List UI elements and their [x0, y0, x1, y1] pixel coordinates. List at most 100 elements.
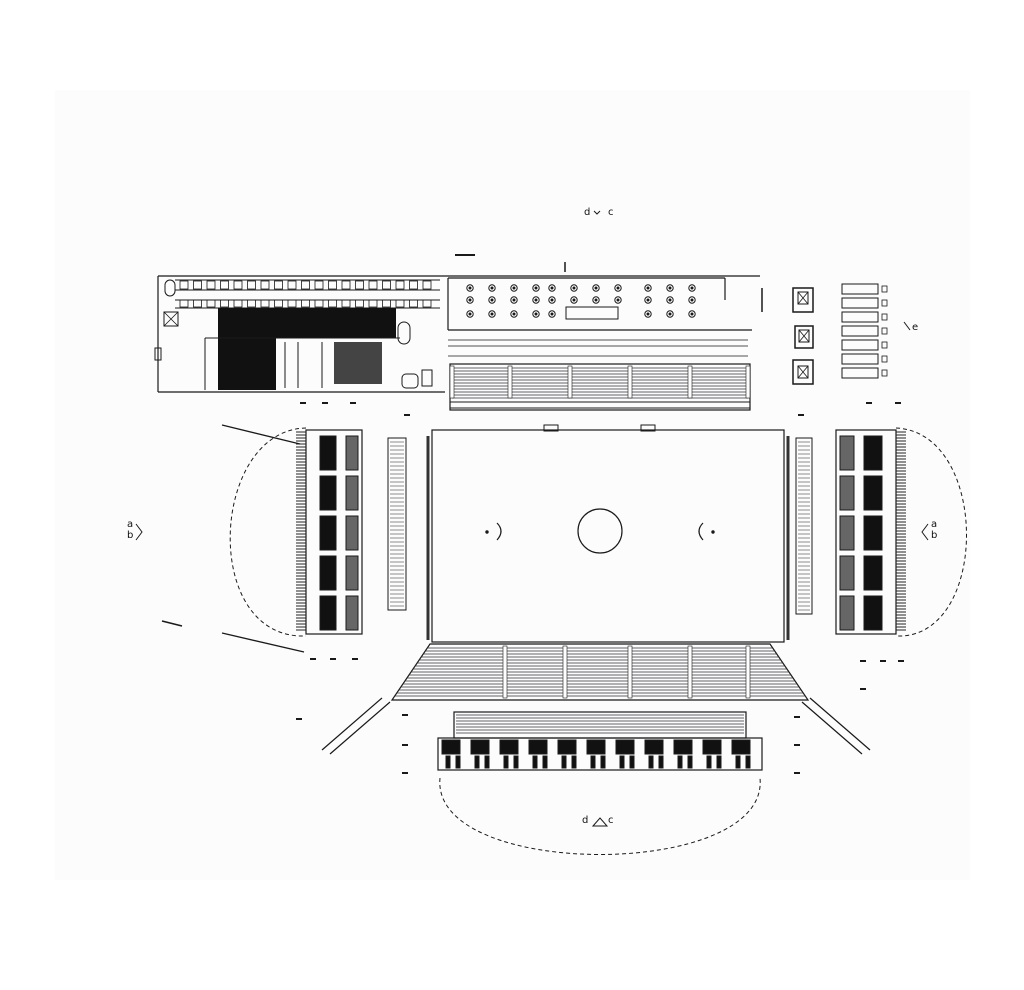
unit-door	[881, 341, 888, 349]
table	[488, 296, 496, 304]
north-stand-rows	[449, 365, 751, 399]
tick-mark	[402, 744, 408, 746]
table	[614, 284, 622, 292]
table	[666, 284, 674, 292]
room-cell	[368, 280, 378, 290]
table-centre	[572, 286, 576, 290]
table-centre	[550, 298, 554, 302]
table-centre	[490, 286, 494, 290]
room-cell	[301, 280, 310, 290]
unit-door	[881, 355, 888, 363]
room-cell	[328, 280, 337, 290]
room-cell	[382, 280, 391, 290]
table-centre	[616, 286, 620, 290]
table-centre	[646, 286, 650, 290]
table-centre	[550, 312, 554, 316]
stand-post	[658, 755, 664, 769]
stand-block	[839, 555, 855, 591]
top-room-row	[175, 279, 440, 309]
table	[592, 284, 600, 292]
west-dashed-boundary	[229, 427, 307, 637]
aisle	[627, 645, 633, 699]
stand-post	[513, 755, 519, 769]
room-cell	[409, 280, 418, 290]
stand-block	[863, 515, 883, 551]
tick-mark	[860, 688, 866, 690]
stand-post	[735, 755, 741, 769]
section-label-top-right: c	[608, 207, 614, 218]
unit	[841, 297, 879, 309]
table-centre	[468, 298, 472, 302]
section-label-left-upper: a	[127, 519, 134, 530]
aisle	[687, 645, 693, 699]
room-cell	[260, 299, 270, 308]
room-cell	[193, 280, 202, 290]
table-centre	[512, 286, 516, 290]
stand-block	[673, 739, 693, 755]
room-cell	[301, 299, 310, 308]
stair-2	[794, 325, 814, 349]
table-centre	[490, 298, 494, 302]
tick-mark	[296, 718, 302, 720]
room-cell	[179, 299, 189, 308]
table	[688, 284, 696, 292]
stand-block	[586, 739, 606, 755]
room-cell	[422, 280, 432, 290]
pitch-outline	[431, 429, 785, 643]
table-centre	[646, 298, 650, 302]
room-cell	[233, 299, 243, 308]
room-cell	[274, 299, 283, 308]
tick-mark	[895, 402, 901, 404]
top-building	[154, 254, 888, 411]
unit	[841, 367, 879, 379]
stand-block	[731, 739, 751, 755]
stand-block	[644, 739, 664, 755]
stand-post	[677, 755, 683, 769]
room-cell	[395, 299, 405, 308]
stand-post	[571, 755, 577, 769]
room-cell	[233, 280, 243, 290]
table-centre	[690, 312, 694, 316]
section-chevron-top	[593, 210, 601, 215]
table	[532, 284, 540, 292]
table-centre	[490, 312, 494, 316]
stand-post	[706, 755, 712, 769]
room-cell	[341, 299, 351, 308]
table	[488, 284, 496, 292]
table-centre	[594, 298, 598, 302]
table-centre	[668, 312, 672, 316]
stand-block	[839, 435, 855, 471]
room-cell	[206, 299, 216, 308]
table	[466, 284, 474, 292]
table	[666, 310, 674, 318]
aisle	[627, 365, 633, 399]
aisle	[687, 365, 693, 399]
stair-1	[792, 287, 814, 313]
table	[548, 310, 556, 318]
tick-mark	[402, 772, 408, 774]
stand-block	[345, 595, 359, 631]
table-centre	[468, 286, 472, 290]
stand-post	[455, 755, 461, 769]
aisle	[502, 645, 508, 699]
room-cell	[260, 280, 270, 290]
stand-post	[561, 755, 567, 769]
unit-door	[881, 313, 888, 321]
room-cell	[368, 299, 378, 308]
stand-block	[863, 595, 883, 631]
room-cell	[274, 280, 283, 290]
table-centre	[646, 312, 650, 316]
stand-block	[528, 739, 548, 755]
stand-block	[319, 595, 337, 631]
section-label-bottom-right: c	[608, 815, 614, 826]
stand-block	[702, 739, 722, 755]
table	[510, 284, 518, 292]
unit-door	[881, 299, 888, 307]
unit	[841, 283, 879, 295]
table-centre	[690, 298, 694, 302]
table	[644, 296, 652, 304]
table-centre	[534, 312, 538, 316]
table-centre	[512, 298, 516, 302]
stand-block	[345, 475, 359, 511]
